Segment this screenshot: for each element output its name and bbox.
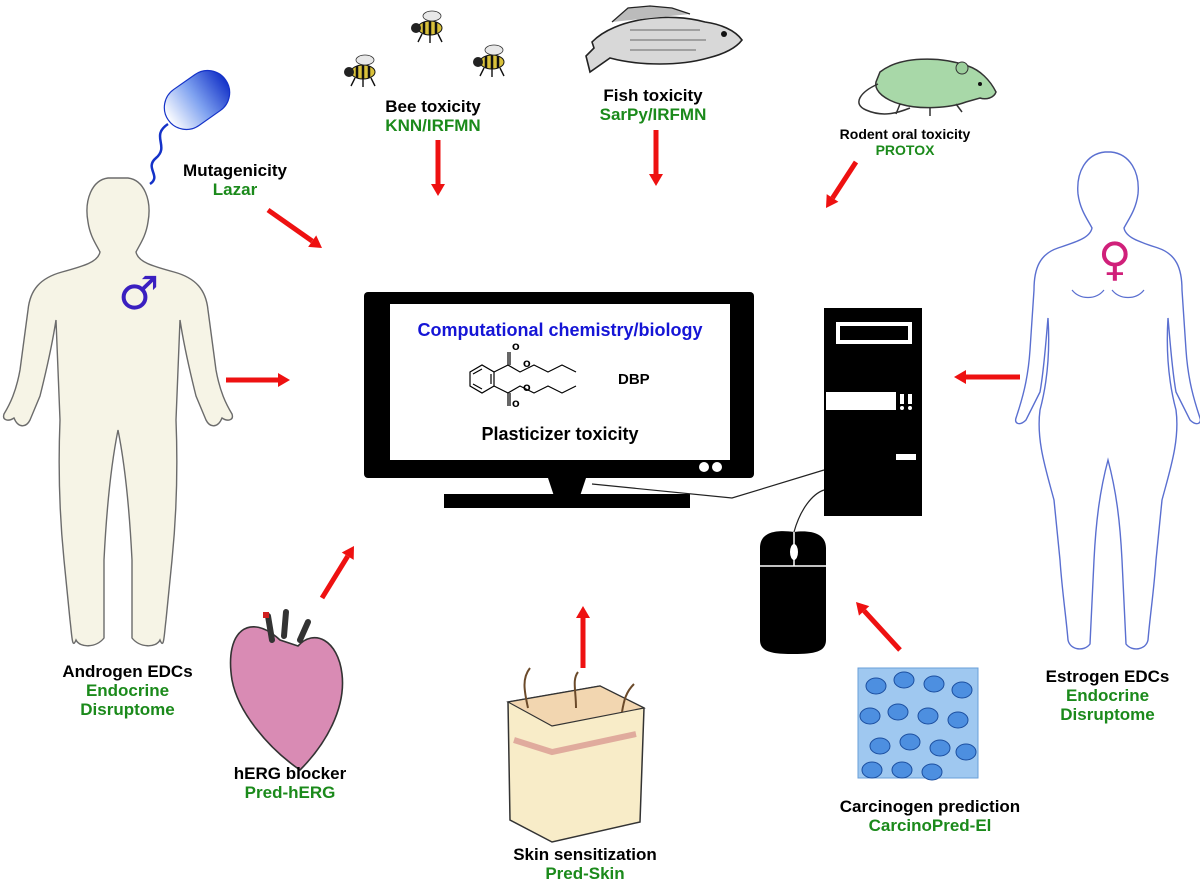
skin-tool: Pred-Skin (545, 864, 625, 884)
screen-subtitle: Plasticizer toxicity (481, 424, 639, 444)
computer-tower-icon (824, 308, 922, 516)
skin-title: Skin sensitization (513, 845, 657, 864)
androgen-tool-line1: Endocrine (85, 681, 170, 701)
fish-tool: SarPy/IRFMN (599, 105, 707, 125)
oxygen-label: O (512, 400, 520, 410)
label-fish-toxicity: Fish toxicity SarPy/IRFMN (578, 86, 728, 124)
cell-nucleus (865, 677, 887, 695)
estrogen-tool-line2: Disruptome (1060, 705, 1155, 725)
cell-nucleus (887, 703, 909, 721)
mouse-icon (760, 531, 826, 654)
skin-icon (506, 667, 646, 843)
carcinogen-title: Carcinogen prediction (839, 797, 1021, 816)
label-carcinogen: Carcinogen prediction CarcinoPred-El (815, 797, 1045, 835)
arrows (226, 130, 1020, 668)
arrow-from-carcinogen (856, 602, 902, 652)
cell-nucleus (923, 675, 945, 693)
bacterium-icon (149, 69, 231, 186)
rodent-tool: PROTOX (875, 141, 935, 158)
cell-nucleus (861, 761, 883, 779)
herg-title: hERG blocker (233, 764, 347, 783)
heart-icon (229, 609, 344, 772)
mutagenicity-title: Mutagenicity (183, 161, 287, 180)
compound-label: DBP (618, 371, 650, 388)
label-bee-toxicity: Bee toxicity KNN/IRFMN (358, 97, 508, 135)
male-body-icon (2, 177, 234, 647)
mutagenicity-tool: Lazar (212, 180, 258, 200)
rodent-title: Rodent oral toxicity (839, 126, 971, 142)
bee-title: Bee toxicity (385, 97, 481, 116)
rodent-icon (858, 58, 997, 116)
oxygen-label: O (523, 384, 531, 394)
cell-nucleus (955, 743, 977, 761)
carcinogen-tool: CarcinoPred-El (868, 816, 992, 836)
arrow-from-bee (431, 140, 445, 196)
dbp-structure (469, 352, 577, 406)
arrow-from-mutagenicity (266, 207, 322, 248)
arrow-from-androgen (226, 373, 290, 387)
estrogen-tool-line1: Endocrine (1065, 686, 1150, 706)
cell-nucleus (917, 707, 939, 725)
label-skin-sensitization: Skin sensitization Pred-Skin (490, 845, 680, 883)
cables (591, 469, 825, 533)
bee-tool: KNN/IRFMN (385, 116, 481, 136)
fish-title: Fish toxicity (603, 86, 703, 105)
fish-icon (585, 5, 743, 74)
cell-nucleus (947, 711, 969, 729)
oxygen-label: O (512, 343, 520, 353)
arrow-from-fish (649, 130, 663, 186)
cell-nucleus (869, 737, 891, 755)
cell-nucleus (929, 739, 951, 757)
arrow-from-herg (319, 546, 354, 600)
cancer-cells-icon (857, 667, 979, 781)
androgen-tool-line2: Disruptome (80, 700, 175, 720)
androgen-title: Androgen EDCs (62, 662, 193, 681)
arrow-from-skin (576, 606, 590, 668)
monitor-icon (364, 292, 754, 508)
label-estrogen: Estrogen EDCs Endocrine Disruptome (1025, 667, 1190, 724)
label-mutagenicity: Mutagenicity Lazar (160, 161, 310, 199)
cell-nucleus (951, 681, 973, 699)
cell-nucleus (893, 671, 915, 689)
screen-heading: Computational chemistry/biology (417, 320, 703, 340)
bee-icons (344, 10, 505, 87)
cell-nucleus (891, 761, 913, 779)
arrow-from-rodent (826, 160, 859, 208)
male-symbol-icon: ♂ (118, 266, 160, 320)
female-symbol-icon: ♀ (1098, 232, 1132, 286)
label-rodent-toxicity: Rodent oral toxicity PROTOX (820, 126, 990, 158)
cell-nucleus (899, 733, 921, 751)
cell-nucleus (921, 763, 943, 781)
estrogen-title: Estrogen EDCs (1045, 667, 1170, 686)
label-androgen: Androgen EDCs Endocrine Disruptome (40, 662, 215, 719)
oxygen-label: O (523, 360, 531, 370)
female-body-icon (1014, 151, 1200, 650)
arrow-from-estrogen (954, 370, 1020, 384)
herg-tool: Pred-hERG (244, 783, 336, 803)
cell-nucleus (859, 707, 881, 725)
label-herg: hERG blocker Pred-hERG (215, 764, 365, 802)
